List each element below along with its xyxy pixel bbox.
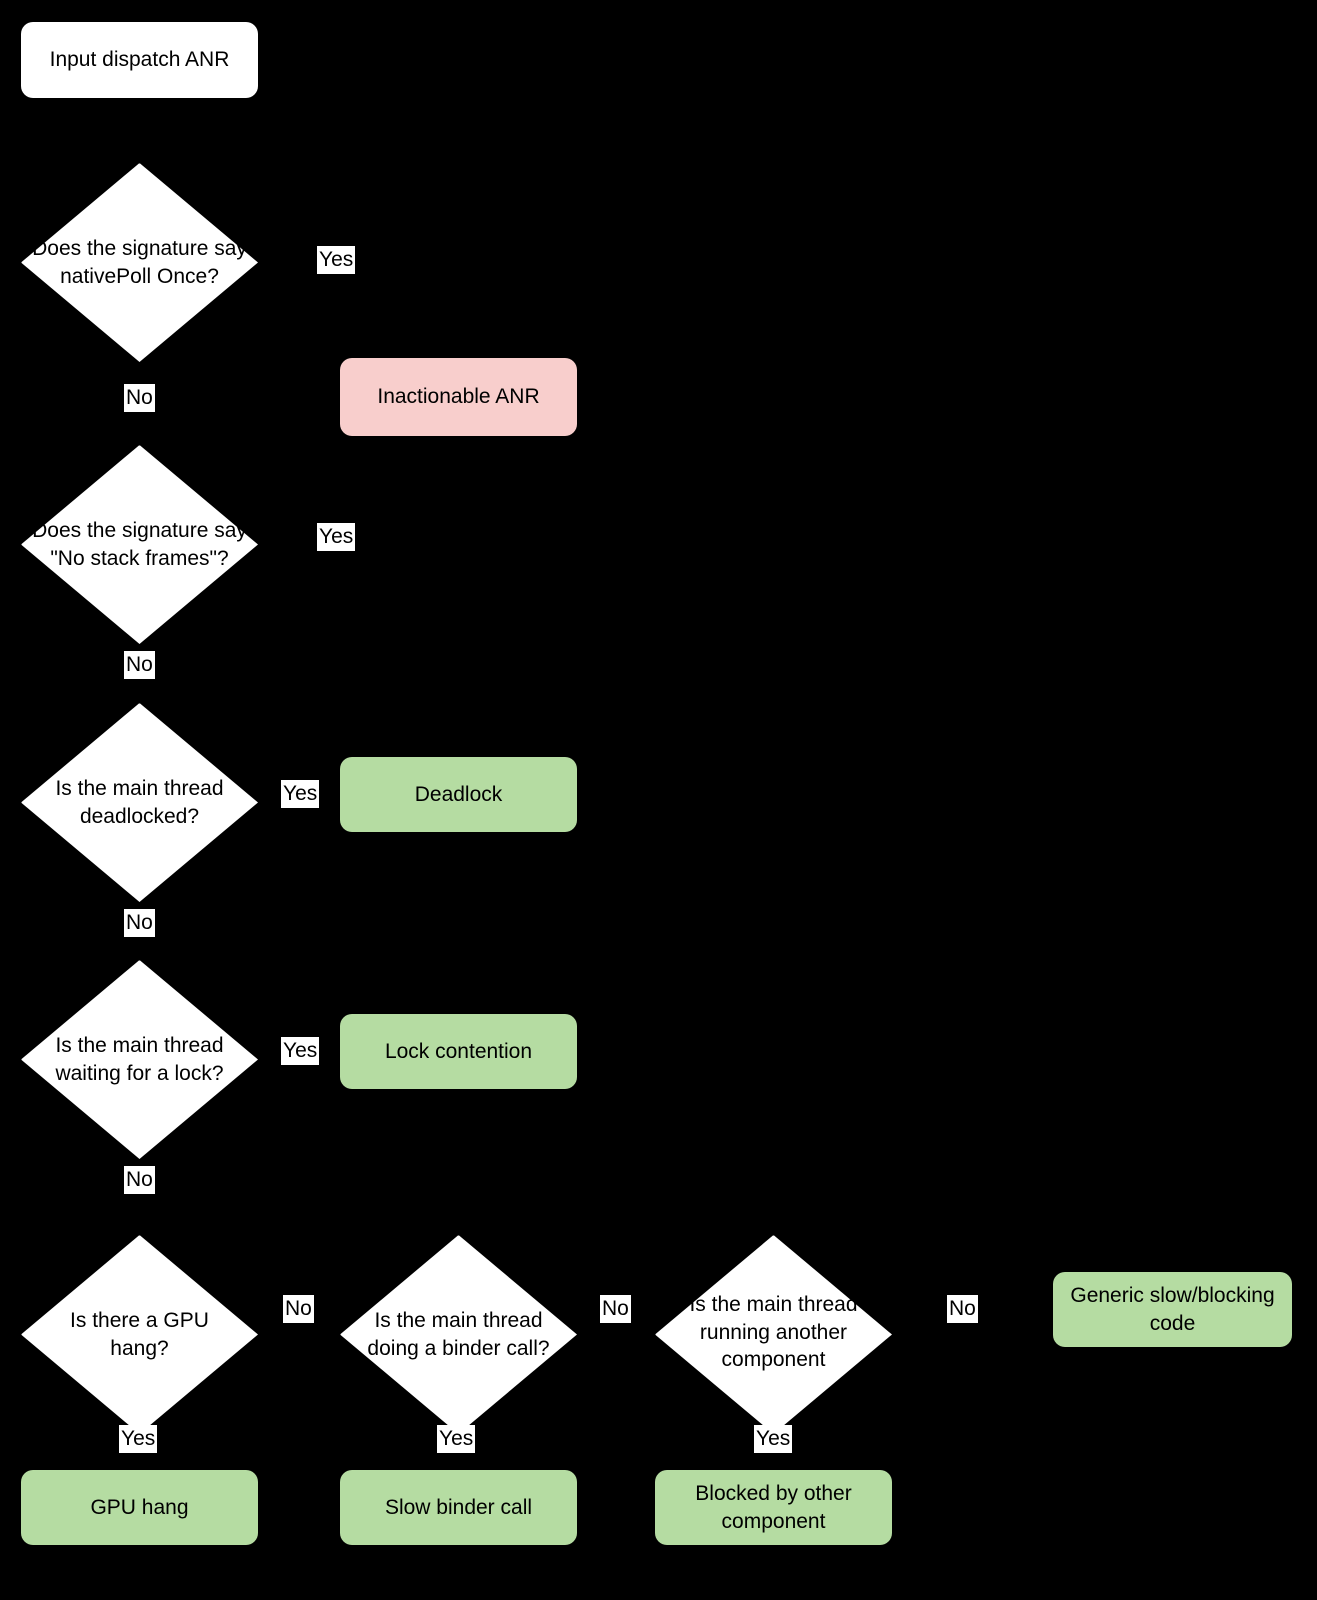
diamond-shape	[340, 1235, 577, 1434]
node-outcome-generic-slow-blocking-code-label: Generic slow/blocking code	[1070, 1283, 1275, 1335]
node-outcome-slow-binder-call-label: Slow binder call	[384, 1495, 533, 1519]
node-decision-deadlocked[interactable]: Is the main thread deadlocked?	[21, 703, 258, 902]
edge-label-binder-no: No	[600, 1295, 631, 1324]
node-decision-no-stack-frames[interactable]: Does the signature say "No stack frames"…	[21, 445, 258, 644]
node-outcome-inactionable-anr[interactable]: Inactionable ANR	[340, 358, 577, 436]
edge-label-nativepoll-no: No	[124, 384, 155, 413]
edge-label-component-no: No	[947, 1295, 978, 1324]
diamond-shape	[21, 703, 258, 902]
diamond-shape	[21, 960, 258, 1159]
node-outcome-deadlock[interactable]: Deadlock	[340, 757, 577, 832]
node-outcome-blocked-by-other-component[interactable]: Blocked by other component	[655, 1470, 892, 1545]
diamond-shape	[21, 1235, 258, 1434]
edge-label-gpu-yes: Yes	[119, 1425, 158, 1454]
node-outcome-gpu-hang[interactable]: GPU hang	[21, 1470, 258, 1545]
edge-label-binder-yes: Yes	[437, 1425, 476, 1454]
node-decision-binder-call[interactable]: Is the main thread doing a binder call?	[340, 1235, 577, 1434]
node-outcome-slow-binder-call[interactable]: Slow binder call	[340, 1470, 577, 1545]
edge-label-deadlock-yes: Yes	[281, 780, 320, 809]
edge-label-deadlock-no: No	[124, 909, 155, 938]
edge-label-nostack-yes: Yes	[317, 523, 356, 552]
edge-start-to-nativepoll	[138, 98, 140, 163]
node-outcome-blocked-by-other-component-label: Blocked by other component	[695, 1481, 852, 1533]
diamond-shape	[21, 445, 258, 644]
edge-label-gpu-no: No	[283, 1295, 314, 1324]
diamond-shape	[655, 1235, 892, 1434]
edge-label-component-yes: Yes	[754, 1425, 793, 1454]
node-outcome-deadlock-label: Deadlock	[414, 782, 503, 806]
node-start[interactable]: Input dispatch ANR	[21, 22, 258, 98]
node-decision-nativepoll[interactable]: Does the signature say nativePoll Once?	[21, 163, 258, 362]
node-outcome-generic-slow-blocking-code[interactable]: Generic slow/blocking code	[1053, 1272, 1292, 1347]
node-decision-gpu-hang[interactable]: Is there a GPU hang?	[21, 1235, 258, 1434]
edge-nativepoll-yes	[258, 261, 457, 263]
edge-component-no	[908, 1309, 1053, 1311]
node-decision-waiting-for-lock[interactable]: Is the main thread waiting for a lock?	[21, 960, 258, 1159]
diamond-shape	[21, 163, 258, 362]
edge-nostack-yes	[258, 538, 457, 540]
node-decision-running-another-component[interactable]: Is the main thread running another compo…	[655, 1235, 892, 1434]
node-outcome-inactionable-anr-label: Inactionable ANR	[377, 385, 540, 409]
node-outcome-lock-contention[interactable]: Lock contention	[340, 1014, 577, 1089]
edge-label-nostack-no: No	[124, 651, 155, 680]
edge-label-nativepoll-yes: Yes	[317, 246, 356, 275]
edge-label-lock-yes: Yes	[281, 1037, 320, 1066]
node-start-label: Input dispatch ANR	[49, 48, 230, 72]
edge-lock-no	[138, 1159, 140, 1235]
node-outcome-lock-contention-label: Lock contention	[384, 1039, 533, 1063]
edge-nativepoll-yes-down	[456, 261, 458, 358]
node-outcome-gpu-hang-label: GPU hang	[90, 1495, 189, 1519]
edge-label-lock-no: No	[124, 1166, 155, 1195]
